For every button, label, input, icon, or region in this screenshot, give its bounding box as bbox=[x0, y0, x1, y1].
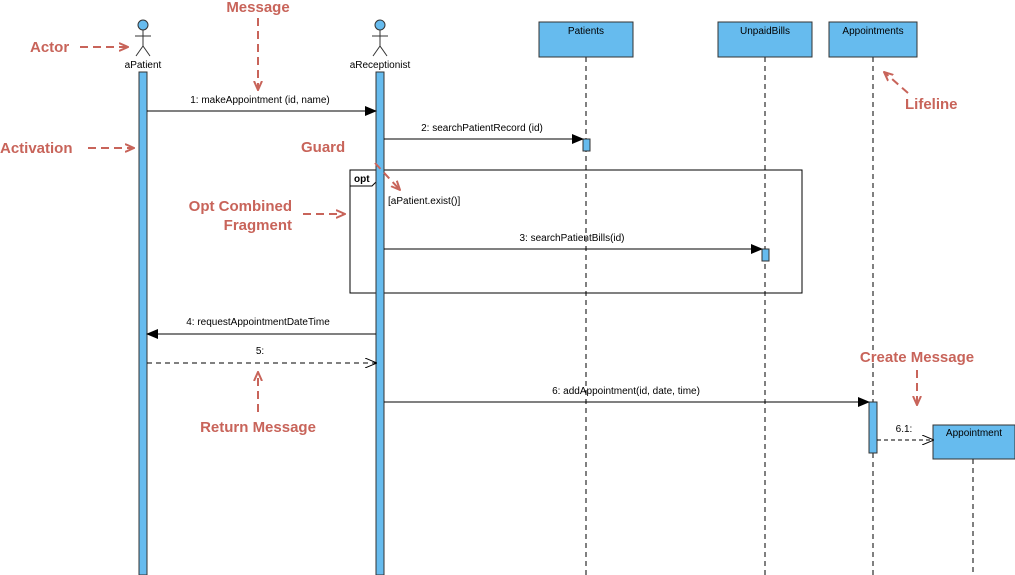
annotation-lifeline: Lifeline bbox=[884, 72, 958, 113]
message-2[interactable]: 2: searchPatientRecord (id) bbox=[384, 123, 584, 144]
message-6-label: 6: addAppointment(id, date, time) bbox=[552, 386, 700, 397]
message-4-label: 4: requestAppointmentDateTime bbox=[186, 317, 330, 328]
message-5-label: 5: bbox=[256, 346, 264, 357]
annotation-opt-fragment: Opt Combined Fragment bbox=[189, 198, 345, 234]
svg-text:Activation: Activation bbox=[0, 140, 73, 157]
svg-text:Lifeline: Lifeline bbox=[905, 96, 958, 113]
opt-fragment[interactable]: opt bbox=[349, 169, 803, 294]
object-appointment[interactable]: Appointment bbox=[932, 424, 1015, 460]
message-6-1-create[interactable]: 6.1: bbox=[877, 424, 933, 440]
opt-fragment-frame bbox=[349, 169, 803, 294]
svg-text:Actor: Actor bbox=[30, 39, 69, 56]
annotation-return-message: Return Message bbox=[200, 372, 316, 436]
message-1[interactable]: 1: makeAppointment (id, name) bbox=[147, 95, 377, 116]
message-3-label: 3: searchPatientBills(id) bbox=[519, 233, 624, 244]
object-appointments[interactable]: Appointments bbox=[828, 21, 918, 58]
message-1-label: 1: makeAppointment (id, name) bbox=[190, 95, 330, 106]
message-3[interactable]: 3: searchPatientBills(id) bbox=[384, 233, 763, 254]
actor-patient[interactable]: aPatient bbox=[125, 19, 162, 71]
object-unpaid-bills-label: UnpaidBills bbox=[740, 26, 790, 37]
object-patients[interactable]: Patients bbox=[538, 21, 634, 58]
actor-patient-label: aPatient bbox=[125, 60, 162, 71]
actor-patient-head bbox=[137, 19, 149, 31]
object-patients-label: Patients bbox=[568, 26, 604, 37]
svg-text:Message: Message bbox=[226, 0, 289, 16]
annotation-activation: Activation bbox=[0, 140, 134, 157]
message-4[interactable]: 4: requestAppointmentDateTime bbox=[146, 317, 376, 339]
annotation-message: Message bbox=[226, 0, 290, 90]
activation-patients bbox=[582, 138, 591, 152]
svg-text:Opt Combined: Opt Combined bbox=[189, 198, 292, 215]
message-6-1-label: 6.1: bbox=[896, 424, 913, 435]
actor-receptionist[interactable]: aReceptionist bbox=[350, 19, 411, 71]
svg-text:Guard: Guard bbox=[301, 139, 345, 156]
activation-appointments bbox=[868, 401, 878, 454]
svg-text:Fragment: Fragment bbox=[224, 217, 292, 234]
activation-patient bbox=[138, 71, 148, 575]
annotation-guard: Guard bbox=[301, 139, 400, 190]
annotation-actor: Actor bbox=[30, 39, 128, 56]
message-6[interactable]: 6: addAppointment(id, date, time) bbox=[384, 386, 870, 407]
message-2-label: 2: searchPatientRecord (id) bbox=[421, 123, 543, 134]
opt-fragment-tab bbox=[349, 169, 378, 187]
opt-fragment-operator: opt bbox=[354, 174, 370, 185]
guard-condition: [aPatient.exist()] bbox=[388, 196, 460, 207]
object-unpaid-bills[interactable]: UnpaidBills bbox=[717, 21, 813, 58]
actor-receptionist-head bbox=[374, 19, 386, 31]
message-5-return[interactable]: 5: bbox=[147, 346, 376, 363]
activation-unpaid-bills bbox=[761, 248, 770, 262]
actor-receptionist-label: aReceptionist bbox=[350, 60, 411, 71]
annotation-create-message: Create Message bbox=[860, 349, 974, 405]
svg-text:Create Message: Create Message bbox=[860, 349, 974, 366]
activation-receptionist bbox=[375, 71, 385, 575]
object-appointments-label: Appointments bbox=[842, 26, 903, 37]
svg-text:Return Message: Return Message bbox=[200, 419, 316, 436]
object-appointment-label: Appointment bbox=[946, 428, 1002, 439]
